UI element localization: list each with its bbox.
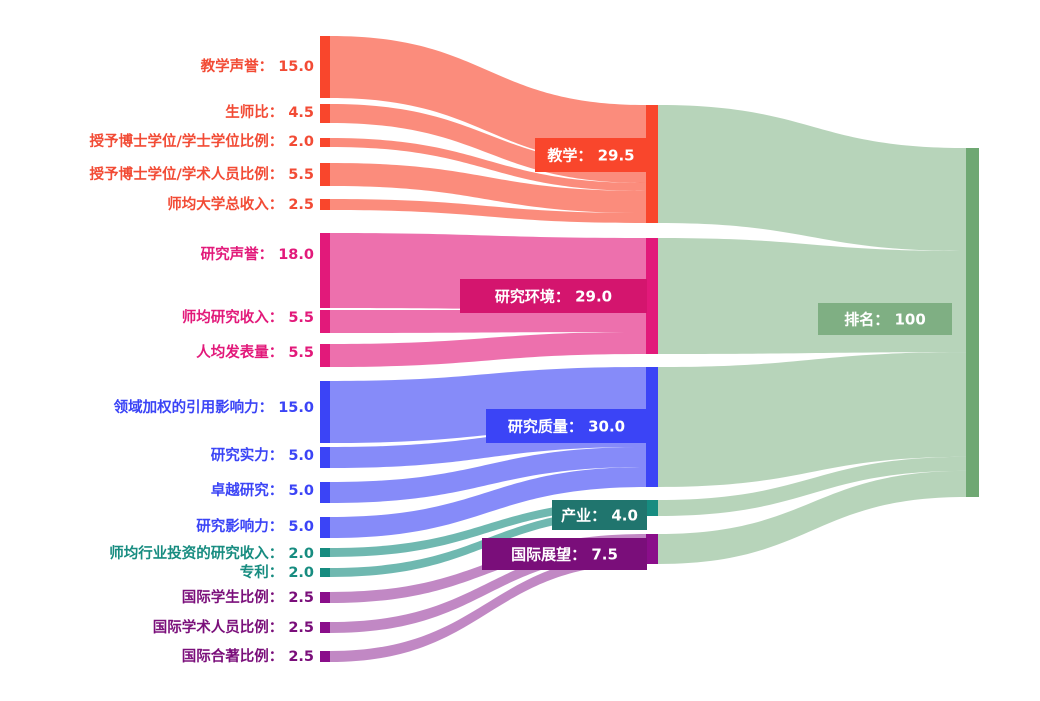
source-label-doctorate_staff_ratio: 授予博士学位/学术人员比例： 5.5 (89, 165, 314, 183)
sankey-node-research_strength[interactable] (320, 447, 330, 468)
sankey-link[interactable] (330, 447, 646, 503)
sankey-node-research_reputation[interactable] (320, 233, 330, 308)
source-label-institutional_income: 师均大学总收入： 2.5 (167, 195, 314, 213)
node-label-teaching: 教学： 29.5 (535, 138, 647, 172)
node-label-text-research_env: 研究环境： 29.0 (495, 288, 612, 306)
sankey-node-student_staff_ratio[interactable] (320, 104, 330, 123)
node-label-bg-industry (552, 500, 647, 530)
node-label-bg-teaching (535, 138, 647, 172)
source-label-teaching_reputation: 教学声誉： 15.0 (200, 57, 314, 75)
source-label-research_income: 师均研究收入： 5.5 (182, 308, 314, 326)
source-label-intl_coauthor: 国际合著比例： 2.5 (182, 647, 314, 665)
node-label-research_quality: 研究质量： 30.0 (486, 409, 647, 443)
sankey-node-doctorate_bachelor_ratio[interactable] (320, 138, 330, 147)
node-label-ranking: 排名： 100 (818, 303, 952, 335)
sankey-node-publications_per_capita[interactable] (320, 344, 330, 367)
source-label-patents: 专利： 2.0 (240, 563, 314, 581)
node-label-bg-ranking (818, 303, 952, 335)
source-label-publications_per_capita: 人均发表量： 5.5 (196, 343, 314, 361)
source-label-research_strength: 研究实力： 5.0 (211, 446, 314, 464)
sankey-node-research_excellence[interactable] (320, 482, 330, 503)
source-label-intl_students: 国际学生比例： 2.5 (182, 588, 314, 606)
source-label-research_reputation: 研究声誉： 18.0 (201, 245, 314, 263)
source-label-fwci: 领域加权的引用影响力： 15.0 (114, 398, 314, 416)
node-label-text-ranking: 排名： 100 (844, 311, 926, 329)
source-label-research_excellence: 卓越研究： 5.0 (211, 481, 314, 499)
sankey-node-research_influence[interactable] (320, 517, 330, 538)
sankey-node-institutional_income[interactable] (320, 199, 330, 210)
sankey-node-industry_income[interactable] (320, 548, 330, 557)
sankey-link[interactable] (330, 163, 646, 213)
sankey-node-intl_staff[interactable] (320, 622, 330, 633)
sankey-node-intl_students[interactable] (320, 592, 330, 603)
nodes-layer (320, 36, 979, 662)
sankey-node-intl_outlook[interactable] (646, 534, 658, 564)
sankey-node-industry[interactable] (646, 500, 658, 516)
sankey-node-fwci[interactable] (320, 381, 330, 443)
sankey-link[interactable] (658, 456, 966, 516)
node-label-text-intl_outlook: 国际展望： 7.5 (511, 546, 618, 564)
source-label-student_staff_ratio: 生师比： 4.5 (225, 103, 314, 121)
sankey-node-teaching[interactable] (646, 105, 658, 223)
source-label-industry_income: 师均行业投资的研究收入： 2.0 (109, 544, 314, 562)
sankey-link[interactable] (658, 352, 966, 487)
sankey-link[interactable] (330, 310, 646, 333)
sankey-node-intl_coauthor[interactable] (320, 651, 330, 662)
node-label-text-teaching: 教学： 29.5 (546, 147, 634, 165)
sankey-link[interactable] (330, 199, 646, 223)
sankey-link[interactable] (658, 105, 966, 251)
sankey-link[interactable] (330, 500, 646, 557)
sankey-node-ranking[interactable] (966, 148, 979, 497)
node-label-text-research_quality: 研究质量： 30.0 (508, 418, 625, 436)
sankey-link[interactable] (330, 554, 646, 662)
node-label-bg-research_env (460, 279, 647, 313)
source-label-doctorate_bachelor_ratio: 授予博士学位/学士学位比例： 2.0 (89, 132, 314, 150)
node-label-intl_outlook: 国际展望： 7.5 (482, 538, 647, 570)
source-label-intl_staff: 国际学术人员比例： 2.5 (153, 618, 314, 636)
sankey-link[interactable] (330, 544, 646, 633)
node-label-bg-research_quality (486, 409, 647, 443)
node-labels-layer: 教学： 29.5 研究环境： 29.0 研究质量： 30.0 产业： 4.0 国际展望：… (460, 138, 952, 570)
node-label-industry: 产业： 4.0 (552, 500, 647, 530)
sankey-link[interactable] (330, 467, 646, 538)
sankey-node-doctorate_staff_ratio[interactable] (320, 163, 330, 186)
sankey-node-research_income[interactable] (320, 310, 330, 333)
sankey-link[interactable] (658, 470, 966, 564)
sankey-link[interactable] (658, 238, 966, 354)
sankey-link[interactable] (330, 332, 646, 367)
node-label-bg-intl_outlook (482, 538, 647, 570)
sankey-node-research_env[interactable] (646, 238, 658, 354)
sankey-link[interactable] (330, 138, 646, 191)
sankey-node-teaching_reputation[interactable] (320, 36, 330, 98)
node-label-text-industry: 产业： 4.0 (561, 507, 638, 525)
sankey-node-patents[interactable] (320, 568, 330, 577)
source-labels-layer: 教学声誉： 15.0 生师比： 4.5 授予博士学位/学士学位比例： 2.0 授予博士… (89, 57, 314, 665)
sankey-link[interactable] (330, 36, 646, 165)
node-label-research_env: 研究环境： 29.0 (460, 279, 647, 313)
source-label-research_influence: 研究影响力： 5.0 (196, 517, 314, 535)
sankey-node-research_quality[interactable] (646, 367, 658, 487)
